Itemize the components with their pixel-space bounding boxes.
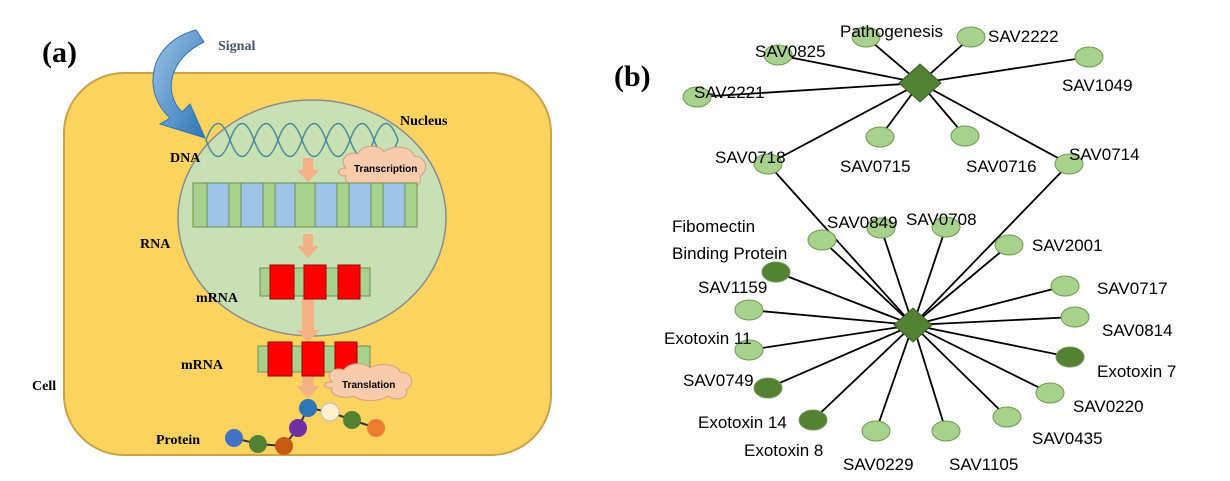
- nucleus-label: Nucleus: [400, 114, 448, 129]
- node-sav0825: [763, 44, 793, 66]
- node-label: SAV0716: [966, 157, 1037, 176]
- node-sav2222: [956, 26, 986, 48]
- arrow-down-icon: [297, 234, 319, 258]
- signal-label: Signal: [218, 39, 255, 54]
- node-sav2221: [682, 86, 712, 108]
- protein-bead: [289, 419, 307, 437]
- arrow-down-icon: [297, 158, 319, 182]
- protein-bead: [225, 429, 243, 447]
- network-edges: [696, 36, 1090, 432]
- node-sav2001: [994, 234, 1024, 256]
- node-label: SAV2222: [988, 27, 1059, 46]
- node-sav0708: [931, 216, 961, 238]
- node-label: Binding Protein: [672, 244, 787, 263]
- node-label: Exotoxin 7: [1097, 362, 1176, 381]
- node-sav0716: [950, 125, 980, 147]
- node-label: SAV0708: [906, 210, 977, 229]
- rna-label: RNA: [140, 237, 171, 252]
- node-label: SAV0718: [715, 148, 786, 167]
- node-label: SAV0717: [1097, 279, 1168, 298]
- node-label: SAV0825: [755, 42, 826, 61]
- node-sav0749: [753, 377, 783, 399]
- node-label: SAV0714: [1069, 145, 1140, 164]
- node-label: SAV0715: [840, 157, 911, 176]
- mrna-inner-strand: [259, 264, 371, 300]
- node-pathogenesis: [851, 26, 881, 48]
- translation-cloud: [324, 363, 413, 401]
- protein-bead: [367, 419, 385, 437]
- node-sav0717: [1050, 275, 1080, 297]
- arrow-down-icon: [296, 374, 320, 398]
- node-label: Fibomectin: [672, 217, 755, 236]
- network-nodes: [682, 26, 1104, 442]
- node-label: SAV0220: [1073, 397, 1144, 416]
- transcription-label: Transcription: [354, 164, 417, 175]
- node-label: SAV1159: [698, 278, 767, 297]
- cell-label: Cell: [32, 379, 56, 394]
- node-exotoxin-11: [734, 339, 764, 361]
- node-sav1159: [734, 299, 764, 321]
- dna-label: DNA: [170, 151, 201, 166]
- node-label: Exotoxin 8: [744, 441, 823, 460]
- protein-bead: [299, 399, 317, 417]
- mrna-inner-label: mRNA: [196, 291, 239, 306]
- node-label: SAV0229: [843, 455, 914, 474]
- node-label: SAV0749: [683, 371, 754, 390]
- node-sav0220: [1035, 382, 1065, 404]
- protein-bead: [275, 437, 293, 455]
- node-exotoxin-7: [1055, 346, 1085, 368]
- node-exotoxin-14: [798, 409, 828, 431]
- node-binding-protein: [761, 261, 791, 283]
- node-sav0435: [992, 406, 1022, 428]
- panel-b-label: (b): [614, 60, 651, 93]
- node-label: SAV0435: [1032, 429, 1103, 448]
- node-label: Pathogenesis: [840, 22, 943, 41]
- node-label: Exotoxin 14: [698, 413, 787, 432]
- panel-a: (a) Signal Nucleus DNA Transcription: [32, 29, 552, 456]
- signal-arrow-icon: [152, 29, 206, 139]
- node-sav0229: [861, 420, 891, 442]
- protein-bead: [343, 411, 361, 429]
- transcription-cloud: [338, 145, 427, 191]
- panel-a-label: (a): [42, 36, 77, 69]
- node-sav0814: [1060, 306, 1090, 328]
- hub-node-pathogenesis: [898, 63, 942, 103]
- node-label: SAV1049: [1062, 76, 1133, 95]
- protein-bead: [320, 402, 340, 422]
- node-fibomectin: [807, 229, 837, 251]
- node-label: SAV0814: [1102, 321, 1173, 340]
- node-sav0714: [1054, 153, 1084, 175]
- protein-bead: [249, 435, 267, 453]
- protein-chain: [225, 399, 385, 455]
- node-sav1049: [1074, 46, 1104, 68]
- translation-label: Translation: [342, 380, 395, 391]
- node-label: SAV1105: [949, 455, 1018, 474]
- arrow-down-icon: [296, 298, 320, 342]
- protein-label: Protein: [156, 433, 200, 448]
- node-sav0715: [865, 126, 895, 148]
- node-label: SAV2001: [1032, 236, 1103, 255]
- panel-b: (b): [614, 22, 1176, 474]
- node-label: SAV0849: [827, 213, 898, 232]
- node-label: Exotoxin 11: [664, 329, 752, 348]
- node-label: SAV2221: [694, 83, 765, 102]
- mrna-outer-label: mRNA: [181, 358, 224, 373]
- node-sav1105: [931, 420, 961, 442]
- hub-node-central: [893, 307, 933, 343]
- rna-strand: [192, 182, 418, 228]
- node-sav0849: [866, 217, 896, 239]
- node-sav0718: [753, 153, 783, 175]
